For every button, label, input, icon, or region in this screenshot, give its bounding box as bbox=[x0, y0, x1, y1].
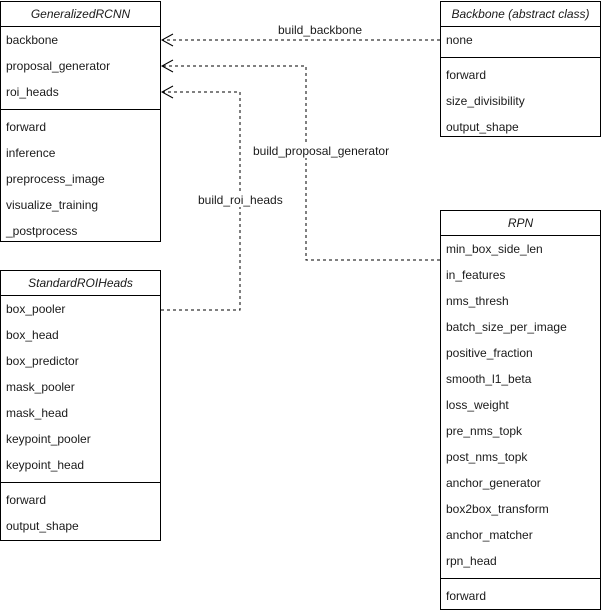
attribute-box-pooler: box_pooler bbox=[6, 302, 66, 316]
attribute-box2box-transform: box2box_transform bbox=[446, 502, 549, 516]
attribute-rpn-head: rpn_head bbox=[446, 554, 497, 568]
attribute-smooth-l1-beta: smooth_l1_beta bbox=[446, 372, 532, 386]
attribute-pre-nms-topk: pre_nms_topk bbox=[446, 424, 523, 438]
method-output-shape: output_shape bbox=[6, 519, 79, 533]
section-divider bbox=[441, 578, 600, 579]
section-divider bbox=[1, 109, 160, 110]
attribute-min-box-side-len: min_box_side_len bbox=[446, 242, 543, 256]
attribute-none: none bbox=[446, 33, 473, 47]
arrowhead-build-roi-heads bbox=[160, 85, 174, 99]
class-name: GeneralizedRCNN bbox=[1, 2, 160, 27]
method-forward: forward bbox=[446, 589, 487, 603]
attribute-in-features: in_features bbox=[446, 268, 506, 282]
attribute-positive-fraction: positive_fraction bbox=[446, 346, 533, 360]
class-box-standard-roi-heads[interactable]: StandardROIHeads box_pooler box_head box… bbox=[0, 270, 161, 541]
attribute-batch-size-per-image: batch_size_per_image bbox=[446, 320, 567, 334]
method-postprocess: _postprocess bbox=[6, 224, 78, 238]
edge-build-proposal-generator bbox=[162, 65, 440, 261]
arrowhead-build-backbone bbox=[160, 33, 174, 47]
class-box-generalized-rcnn[interactable]: GeneralizedRCNN backbone proposal_genera… bbox=[0, 1, 161, 242]
attribute-roi-heads: roi_heads bbox=[6, 85, 59, 99]
attribute-anchor-generator: anchor_generator bbox=[446, 476, 541, 490]
attribute-post-nms-topk: post_nms_topk bbox=[446, 450, 528, 464]
attribute-box-predictor: box_predictor bbox=[6, 354, 79, 368]
attribute-loss-weight: loss_weight bbox=[446, 398, 509, 412]
edge-label-build-roi-heads: build_roi_heads bbox=[196, 193, 285, 207]
class-name: Backbone (abstract class) bbox=[441, 2, 600, 27]
method-size-divisibility: size_divisibility bbox=[446, 94, 525, 108]
section-divider bbox=[441, 57, 600, 58]
class-box-backbone[interactable]: Backbone (abstract class) none forward s… bbox=[440, 1, 601, 137]
class-name: StandardROIHeads bbox=[1, 271, 160, 296]
class-box-rpn[interactable]: RPN min_box_side_len in_features nms_thr… bbox=[440, 210, 601, 610]
method-inference: inference bbox=[6, 146, 56, 160]
attribute-proposal-generator: proposal_generator bbox=[6, 59, 111, 73]
attribute-keypoint-head: keypoint_head bbox=[6, 458, 85, 472]
attribute-mask-pooler: mask_pooler bbox=[6, 380, 75, 394]
arrowhead-build-proposal-generator bbox=[160, 59, 174, 73]
edge-label-build-proposal-generator: build_proposal_generator bbox=[251, 144, 392, 158]
class-name: RPN bbox=[441, 211, 600, 236]
attribute-keypoint-pooler: keypoint_pooler bbox=[6, 432, 91, 446]
section-divider bbox=[1, 482, 160, 483]
attribute-anchor-matcher: anchor_matcher bbox=[446, 528, 533, 542]
attribute-nms-thresh: nms_thresh bbox=[446, 294, 509, 308]
method-forward: forward bbox=[6, 120, 47, 134]
method-forward: forward bbox=[6, 493, 47, 507]
method-forward: forward bbox=[446, 68, 487, 82]
method-visualize-training: visualize_training bbox=[6, 198, 99, 212]
attribute-box-head: box_head bbox=[6, 328, 59, 342]
edge-label-build-backbone: build_backbone bbox=[276, 23, 365, 37]
attribute-mask-head: mask_head bbox=[6, 406, 69, 420]
method-output-shape: output_shape bbox=[446, 120, 519, 134]
attribute-backbone: backbone bbox=[6, 33, 59, 47]
method-preprocess-image: preprocess_image bbox=[6, 172, 105, 186]
